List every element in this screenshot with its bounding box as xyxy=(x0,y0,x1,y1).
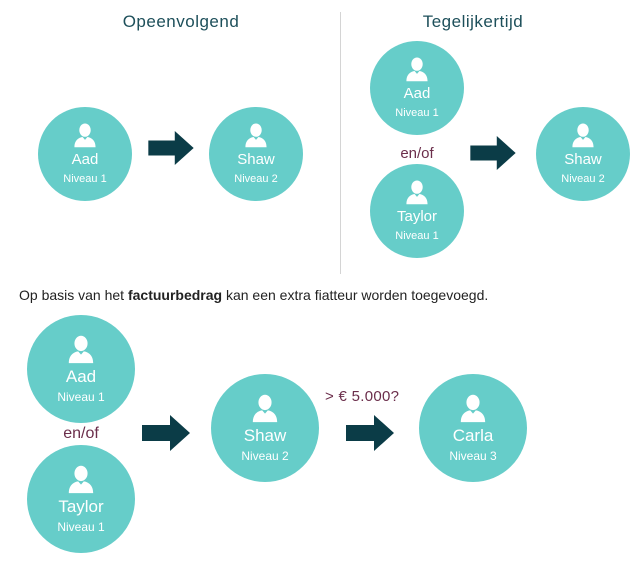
node-shaw-simultaneous: Shaw Niveau 2 xyxy=(536,107,630,201)
person-icon xyxy=(66,464,96,494)
node-name: Aad xyxy=(403,85,431,102)
node-level: Niveau 3 xyxy=(449,449,497,463)
person-icon xyxy=(72,122,98,148)
sentence-after: kan een extra fiatteur worden toegevoegd… xyxy=(222,287,489,303)
node-level: Niveau 1 xyxy=(395,107,439,119)
sequential-title: Opeenvolgend xyxy=(122,12,240,31)
right-arrow-icon xyxy=(141,415,191,451)
node-level: Niveau 1 xyxy=(395,230,439,242)
person-icon xyxy=(404,56,430,82)
person-icon xyxy=(570,122,596,148)
node-level: Niveau 1 xyxy=(63,173,107,185)
node-level: Niveau 2 xyxy=(234,173,278,185)
node-level: Niveau 1 xyxy=(57,390,105,404)
person-icon xyxy=(250,393,280,423)
and-or-label: en/of xyxy=(400,145,434,162)
node-taylor-simultaneous: Taylor Niveau 1 xyxy=(370,164,464,258)
node-name: Taylor xyxy=(58,497,104,516)
node-name: Shaw xyxy=(243,426,287,445)
right-arrow-icon xyxy=(148,131,194,165)
section-divider xyxy=(340,12,341,274)
explanation-text: Op basis van het factuurbedrag kan een e… xyxy=(19,287,488,303)
person-icon xyxy=(458,393,488,423)
node-taylor-bottom: Taylor Niveau 1 xyxy=(27,445,135,553)
node-level: Niveau 2 xyxy=(561,173,605,185)
node-level: Niveau 1 xyxy=(57,520,105,534)
node-carla-bottom: Carla Niveau 3 xyxy=(419,374,527,482)
node-aad-simultaneous: Aad Niveau 1 xyxy=(370,41,464,135)
node-name: Aad xyxy=(71,151,99,168)
node-shaw-bottom: Shaw Niveau 2 xyxy=(211,374,319,482)
node-name: Aad xyxy=(65,367,97,386)
node-name: Carla xyxy=(452,426,494,445)
node-name: Shaw xyxy=(564,151,602,168)
simultaneous-title: Tegelijkertijd xyxy=(422,12,524,31)
node-name: Taylor xyxy=(396,208,437,225)
right-arrow-icon xyxy=(345,415,395,451)
person-icon xyxy=(404,179,430,205)
node-aad-bottom: Aad Niveau 1 xyxy=(27,315,135,423)
node-level: Niveau 2 xyxy=(241,449,289,463)
node-shaw-sequential: Shaw Niveau 2 xyxy=(209,107,303,201)
and-or-label: en/of xyxy=(63,425,99,442)
threshold-label: > € 5.000? xyxy=(325,388,400,405)
node-name: Shaw xyxy=(237,151,275,168)
sentence-bold: factuurbedrag xyxy=(127,287,223,303)
sentence-before: Op basis van het xyxy=(19,287,128,303)
right-arrow-icon xyxy=(470,136,516,170)
node-aad-sequential: Aad Niveau 1 xyxy=(38,107,132,201)
person-icon xyxy=(66,334,96,364)
person-icon xyxy=(243,122,269,148)
